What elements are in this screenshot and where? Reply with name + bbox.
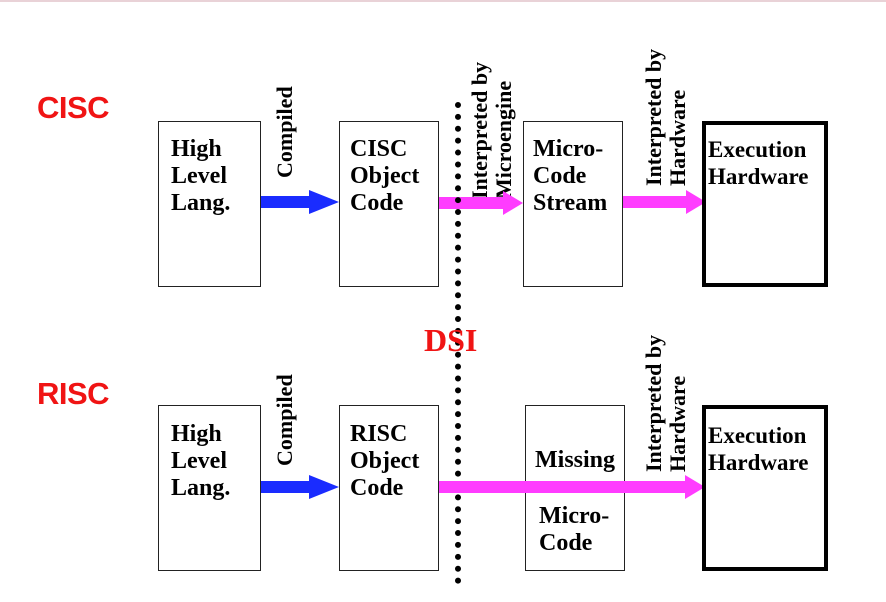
risc-label: RISC [37,376,110,411]
cisc-label: CISC [37,90,110,125]
cisc-hardware-arrow [623,190,706,214]
cisc-interpreted-hardware-label: Interpreted by Hardware [641,48,690,186]
risc-compiled-label: Compiled [272,374,297,466]
cisc-microcode-stream-text: Micro- Code Stream [533,136,608,216]
risc-object-code-text: RISC Object Code [350,421,420,501]
risc-high-level-lang-box [158,405,261,571]
risc-execution-hardware-text: Execution Hardware [708,423,809,475]
risc-microcode-text: Micro- Code [539,503,610,556]
cisc-object-code-text: CISC Object Code [350,136,420,216]
cisc-microengine-arrow [439,191,523,215]
risc-execution-hardware-box [702,405,828,571]
cisc-compiled-arrow [261,190,339,214]
risc-object-code-box [339,405,439,571]
dsi-dotted-line [455,102,461,584]
top-border [0,0,886,2]
cisc-execution-hardware-text: Execution Hardware [708,137,809,189]
risc-high-level-lang-text: High Level Lang. [171,421,231,501]
cisc-interpreted-microengine-label: Interpreted by Microengine [467,61,516,199]
cisc-high-level-lang-box [158,121,261,287]
cisc-execution-hardware-box [702,121,828,287]
cisc-microcode-stream-box [523,121,623,287]
cisc-object-code-box [339,121,439,287]
cisc-compiled-label: Compiled [272,86,297,178]
cisc-high-level-lang-text: High Level Lang. [171,136,231,216]
risc-compiled-arrow [261,475,339,499]
dsi-label: DSI [424,322,478,358]
risc-missing-text: Missing [535,447,616,473]
risc-hardware-arrow [439,475,705,499]
risc-interpreted-hardware-label: Interpreted by Hardware [641,334,690,472]
